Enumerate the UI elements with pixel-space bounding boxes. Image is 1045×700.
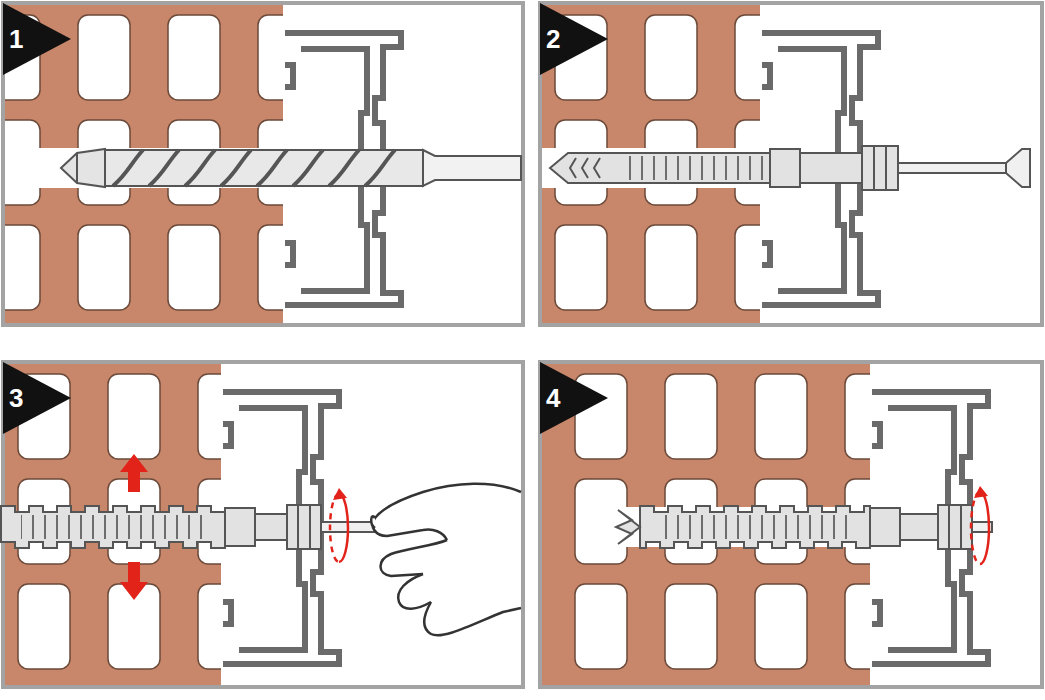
anchor-head	[287, 505, 321, 549]
anchor-collar	[870, 508, 900, 546]
anchor-collar	[225, 508, 255, 546]
head-line	[309, 505, 311, 549]
callout-number: 1	[9, 24, 71, 55]
tag-triangle	[540, 3, 608, 75]
step-number-tag: 4	[540, 362, 608, 434]
callout-number: 3	[9, 383, 71, 414]
rotation-arrow	[971, 486, 989, 564]
callout-number: 4	[546, 383, 608, 414]
anchor-ribs	[660, 512, 850, 542]
drill-hole	[612, 507, 870, 547]
anchor-tip	[616, 510, 640, 544]
anchor-sleeve	[255, 514, 287, 540]
expansion-arrows	[120, 454, 148, 600]
frame-anchor	[550, 146, 1030, 190]
tag-triangle	[3, 3, 71, 75]
step-panel	[485, 362, 1042, 687]
drill-bit	[61, 149, 521, 187]
tag-triangle	[540, 362, 608, 434]
panel-border	[3, 362, 523, 687]
anchor-sleeve	[640, 506, 870, 548]
expanded-anchor	[1, 505, 375, 549]
hand	[371, 484, 521, 636]
head-line	[960, 505, 962, 549]
step-panel	[0, 362, 523, 687]
callout-number: 2	[546, 24, 608, 55]
step-panel	[465, 3, 1042, 325]
head-line	[948, 505, 950, 549]
anchor-sleeve	[1, 506, 225, 548]
head-line	[297, 505, 299, 549]
anchor-sleeve	[900, 514, 938, 540]
tag-triangle	[3, 362, 71, 434]
step-number-tag: 1	[3, 3, 71, 75]
rotation-arrow	[330, 488, 348, 562]
expanded-anchor	[616, 505, 992, 549]
step-number-tag: 3	[3, 362, 71, 434]
step-number-tag: 2	[540, 3, 608, 75]
anchor-ribs	[21, 512, 205, 542]
anchor-head	[938, 505, 972, 549]
panel-border	[540, 3, 1042, 325]
step-panel	[0, 3, 523, 325]
